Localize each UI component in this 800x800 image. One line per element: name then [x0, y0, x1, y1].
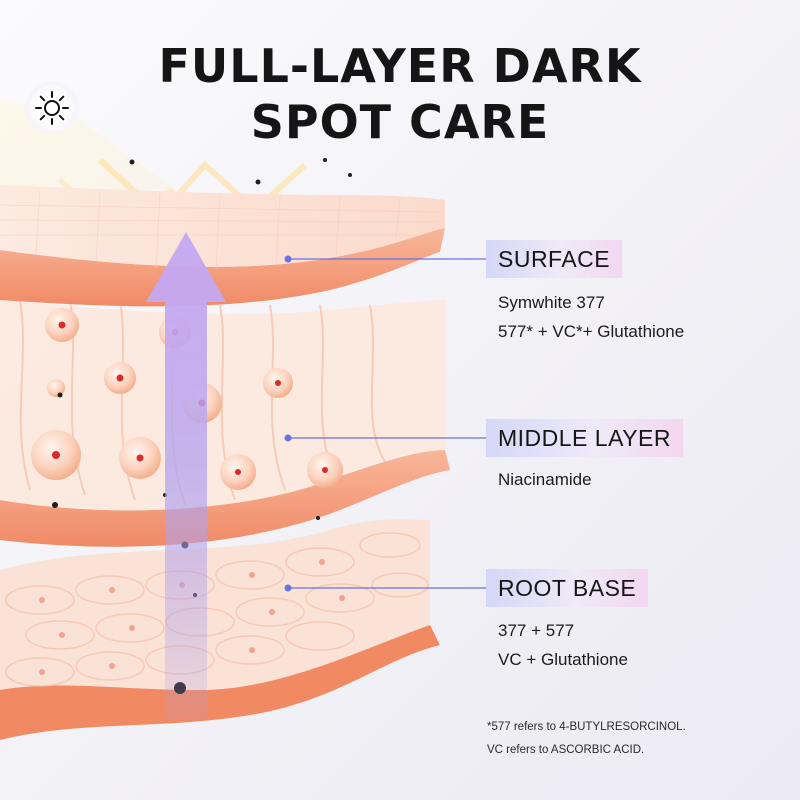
footnote-vc: VC refers to ASCORBIC ACID. [487, 744, 645, 756]
sun-icon [35, 91, 69, 125]
middle-layer-marker [284, 434, 292, 442]
root-base-marker [284, 584, 292, 592]
middle-layer-label: MIDDLE LAYER [486, 419, 684, 457]
sun-badge [26, 82, 78, 134]
middle-layer [0, 299, 450, 547]
root-base-layer [0, 519, 440, 740]
surface-label: SURFACE [486, 240, 623, 278]
surface-layer [0, 185, 445, 307]
up-arrow-icon [146, 232, 226, 720]
root-base-label: ROOT BASE [486, 569, 649, 607]
footnotes: *577 refers to 4-BUTYLRESORCINOL. VC ref… [487, 716, 686, 762]
root-base-ingredient-line-1: 377 + 577 [498, 621, 575, 640]
title-line-2: SPOT CARE [250, 95, 550, 149]
pigment-cells [31, 308, 343, 490]
root-base-ingredient-line-2: VC + Glutathione [498, 650, 628, 669]
surface-ingredient-line-1: Symwhite 377 [498, 293, 605, 312]
middle-layer-ingredients: Niacinamide [498, 465, 592, 494]
footnote-577: *577 refers to 4-BUTYLRESORCINOL. [487, 721, 686, 733]
surface-ingredient-line-2: 577* + VC*+ Glutathione [498, 322, 685, 341]
middle-layer-ingredient-line-1: Niacinamide [498, 470, 592, 489]
page-title: FULL-LAYER DARK SPOT CARE [0, 38, 800, 150]
surface-marker [284, 255, 292, 263]
title-line-1: FULL-LAYER DARK [158, 39, 642, 93]
root-base-ingredients: 377 + 577 VC + Glutathione [498, 616, 628, 674]
surface-ingredients: Symwhite 377 577* + VC*+ Glutathione [498, 288, 684, 346]
connector-lines [288, 258, 486, 589]
